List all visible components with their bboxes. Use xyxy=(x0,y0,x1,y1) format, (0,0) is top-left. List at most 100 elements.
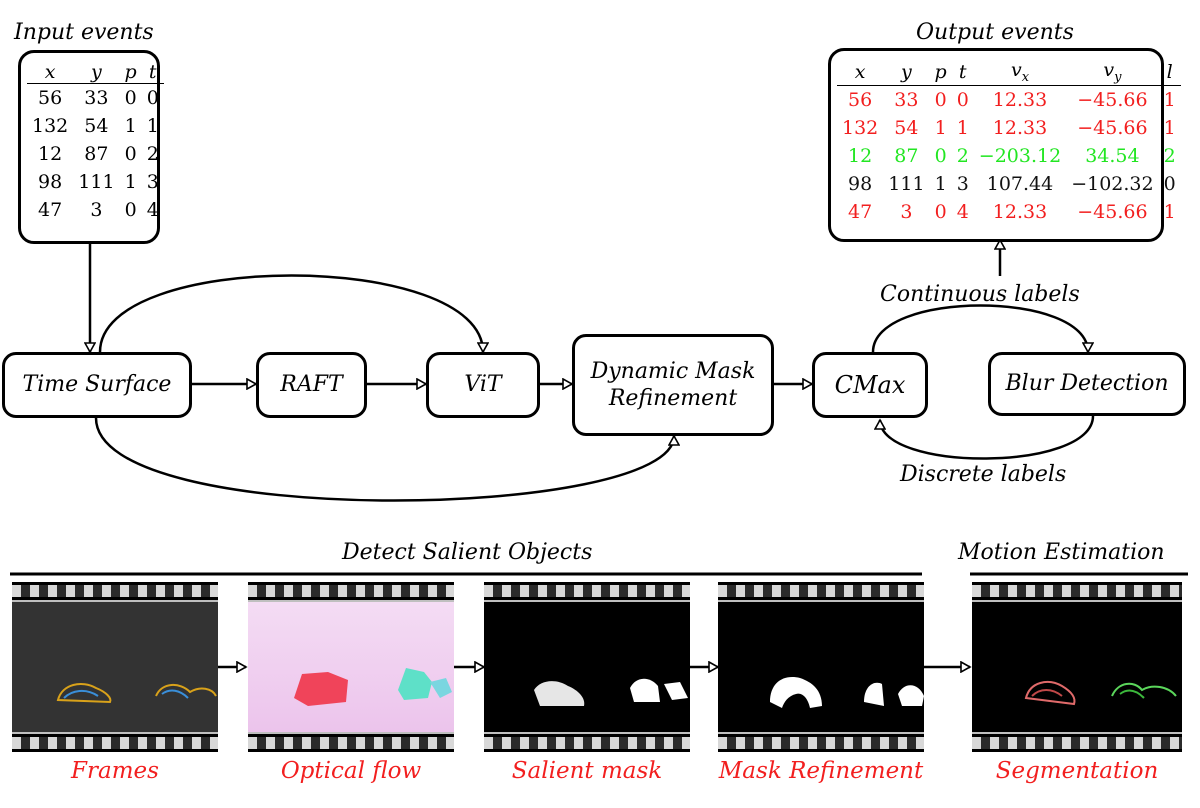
table-cell: 33 xyxy=(894,88,919,111)
film-salient-mask xyxy=(484,582,690,752)
column-header: t xyxy=(141,61,164,84)
caption-segmentation: Segmentation xyxy=(995,758,1159,784)
table-cell: 12 xyxy=(848,144,873,167)
arc-cmax-blur xyxy=(871,304,1088,353)
caption-salient-mask: Salient mask xyxy=(511,758,663,784)
table-cell: 54 xyxy=(894,116,919,139)
table-cell: 111 xyxy=(78,171,115,193)
table-cell: 87 xyxy=(894,144,919,167)
time-surface-box: Time Surface xyxy=(2,352,192,418)
column-header: vy xyxy=(1066,59,1159,86)
table-cell: −45.66 xyxy=(1077,88,1148,111)
caption-frames: Frames xyxy=(71,758,159,784)
cmax-box: CMax xyxy=(812,352,928,418)
table-cell: 1 xyxy=(1163,88,1176,111)
output-events-title: Output events xyxy=(916,20,1074,45)
column-header: p xyxy=(929,59,952,86)
table-cell: 1 xyxy=(1163,116,1176,139)
table-cell: 47 xyxy=(848,200,873,223)
table-cell: 3 xyxy=(146,171,159,193)
film-segmentation xyxy=(972,582,1182,752)
table-cell: 1 xyxy=(956,116,969,139)
table-cell: 4 xyxy=(956,200,969,223)
column-header: t xyxy=(951,59,974,86)
table-cell: 0 xyxy=(956,88,969,111)
table-cell: 33 xyxy=(84,87,109,109)
table-cell: 1 xyxy=(124,115,137,137)
table-cell: 87 xyxy=(84,143,109,165)
table-cell: 0 xyxy=(934,200,947,223)
table-cell: 132 xyxy=(842,116,879,139)
motion-estimation-heading: Motion Estimation xyxy=(958,540,1165,565)
table-cell: 34.54 xyxy=(1085,144,1140,167)
table-cell: 56 xyxy=(848,88,873,111)
table-cell: 12.33 xyxy=(992,200,1048,223)
column-header: x xyxy=(27,61,74,84)
dmr-line-1: Dynamic Mask xyxy=(590,358,756,384)
film-frames xyxy=(12,582,218,752)
segmentation-image xyxy=(1024,681,1177,706)
table-cell: 0 xyxy=(934,144,947,167)
discrete-labels: Discrete labels xyxy=(900,462,1067,487)
table-cell: −45.66 xyxy=(1077,200,1148,223)
table-cell: 12 xyxy=(38,143,63,165)
film-optical-flow xyxy=(248,582,454,752)
table-cell: 3 xyxy=(956,172,969,195)
input-events-title: Input events xyxy=(14,20,154,45)
table-cell: 12.33 xyxy=(992,88,1048,111)
arc-ts-vit xyxy=(98,274,483,353)
table-cell: 2 xyxy=(956,144,969,167)
raft-box: RAFT xyxy=(256,352,367,418)
table-cell: 1 xyxy=(146,115,159,137)
frames-events-image xyxy=(56,683,217,704)
table-cell: 1 xyxy=(934,172,947,195)
table-cell: 1 xyxy=(1163,200,1176,223)
table-cell: −203.12 xyxy=(978,144,1062,167)
caption-mask-refinement: Mask Refinement xyxy=(718,758,924,784)
table-cell: 1 xyxy=(124,171,137,193)
dynamic-mask-refinement-box: Dynamic Mask Refinement xyxy=(572,334,774,436)
column-header: p xyxy=(119,61,142,84)
table-cell: 98 xyxy=(848,172,873,195)
column-header: vx xyxy=(973,59,1067,86)
blur-detection-box: Blur Detection xyxy=(988,352,1186,416)
arc-blur-cmax xyxy=(880,415,1095,460)
mask-refinement-image xyxy=(770,677,924,708)
vit-box: ViT xyxy=(426,352,540,418)
table-cell: −45.66 xyxy=(1077,116,1148,139)
table-cell: 4 xyxy=(146,199,159,221)
table-cell: 54 xyxy=(84,115,109,137)
table-cell: 3 xyxy=(90,199,103,221)
column-header: x xyxy=(837,59,884,86)
table-cell: 56 xyxy=(38,87,63,109)
column-header: y xyxy=(73,61,120,84)
table-cell: 0 xyxy=(124,143,137,165)
table-cell: 107.44 xyxy=(986,172,1054,195)
table-cell: 1 xyxy=(934,116,947,139)
table-cell: 47 xyxy=(38,199,63,221)
table-cell: 0 xyxy=(934,88,947,111)
column-header: l xyxy=(1158,59,1181,86)
table-cell: 111 xyxy=(888,172,925,195)
caption-optical-flow: Optical flow xyxy=(280,758,422,784)
column-header: y xyxy=(883,59,930,86)
table-cell: 98 xyxy=(38,171,63,193)
table-cell: 2 xyxy=(146,143,159,165)
table-cell: 0 xyxy=(146,87,159,109)
table-cell: 3 xyxy=(900,200,913,223)
table-cell: −102.32 xyxy=(1071,172,1154,195)
table-cell: 0 xyxy=(1163,172,1176,195)
